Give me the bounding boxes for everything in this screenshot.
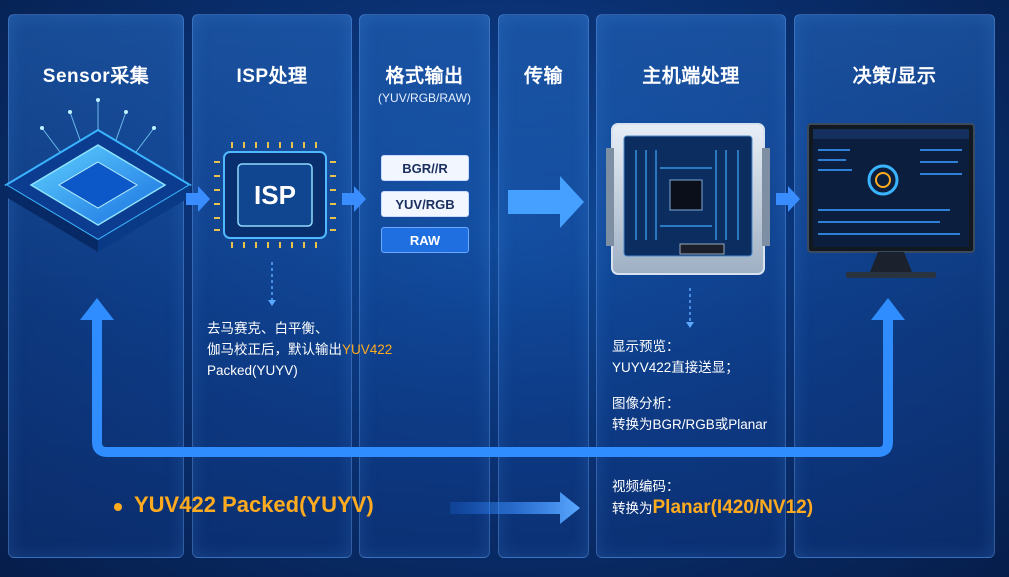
arrow-host-to-display: [776, 186, 800, 212]
column-host: 主机端处理: [596, 14, 786, 558]
host-note-analysis: 图像分析： 转换为BGR/RGB或Planar: [612, 393, 767, 435]
flow-arrows: [186, 186, 800, 212]
host-note-encode: 视频编码： 转换为Planar(I420/NV12): [612, 476, 813, 519]
dashed-down-arrows: [271, 262, 691, 322]
transfer-arrow: [508, 176, 584, 228]
isp-chip-icon: ISP: [214, 142, 336, 248]
loop-arrowhead-left: [80, 298, 114, 320]
column-title-isp: ISP处理: [236, 66, 308, 87]
feedback-loop-arrow: [92, 318, 893, 457]
sensor-chip-icon: [4, 98, 192, 252]
bottom-format-label: YUV422 Packed(YUYV): [134, 492, 374, 517]
format-box-raw: RAW: [381, 227, 469, 253]
encode-title: 视频编码：: [612, 479, 680, 494]
encode-highlight: Planar(I420/NV12): [652, 497, 814, 518]
preview-text: YUYV422直接送显；: [612, 360, 739, 375]
isp-note-line1: 去马赛克、白平衡、: [207, 321, 329, 336]
column-display: 决策/显示: [794, 14, 995, 558]
format-box-yuv-rgb: YUV/RGB: [381, 191, 469, 217]
column-subtitle-format: (YUV/RGB/RAW): [378, 91, 471, 105]
host-note-preview: 显示预览： YUYV422直接送显；: [612, 336, 739, 378]
encode-text: 转换为Planar(I420/NV12): [612, 497, 814, 518]
bottom-data-arrow: [450, 492, 580, 524]
analysis-title: 图像分析：: [612, 396, 680, 411]
isp-note: 去马赛克、白平衡、 伽马校正后，默认输出YUV422 Packed(YUYV): [207, 318, 392, 381]
isp-chip-label: ISP: [254, 180, 296, 210]
host-computer-icon: [606, 123, 770, 275]
column-transfer: 传输: [498, 14, 589, 558]
isp-note-highlight: YUV422: [342, 342, 393, 357]
column-isp: ISP处理: [192, 14, 352, 558]
column-title-display: 决策/显示: [852, 66, 937, 87]
preview-title: 显示预览：: [612, 339, 680, 354]
column-format-output: 格式输出 (YUV/RGB/RAW): [359, 14, 490, 558]
analysis-text: 转换为BGR/RGB或Planar: [612, 417, 768, 432]
isp-note-line2: 伽马校正后，默认输出YUV422: [207, 342, 393, 357]
bottom-bullet-icon: [114, 503, 122, 511]
arrow-isp-to-format: [342, 186, 366, 212]
column-title-sensor: Sensor采集: [42, 66, 150, 87]
monitor-icon: [807, 123, 975, 278]
arrow-sensor-to-isp: [186, 186, 210, 212]
column-title-host: 主机端处理: [642, 66, 740, 87]
isp-note-line3: Packed(YUYV): [207, 363, 298, 378]
loop-arrowhead-right: [871, 298, 905, 320]
column-title-format: 格式输出: [385, 66, 464, 87]
column-title-transfer: 传输: [523, 66, 563, 87]
format-box-bgr: BGR//R: [381, 155, 469, 181]
column-sensor: Sensor采集: [8, 14, 184, 558]
